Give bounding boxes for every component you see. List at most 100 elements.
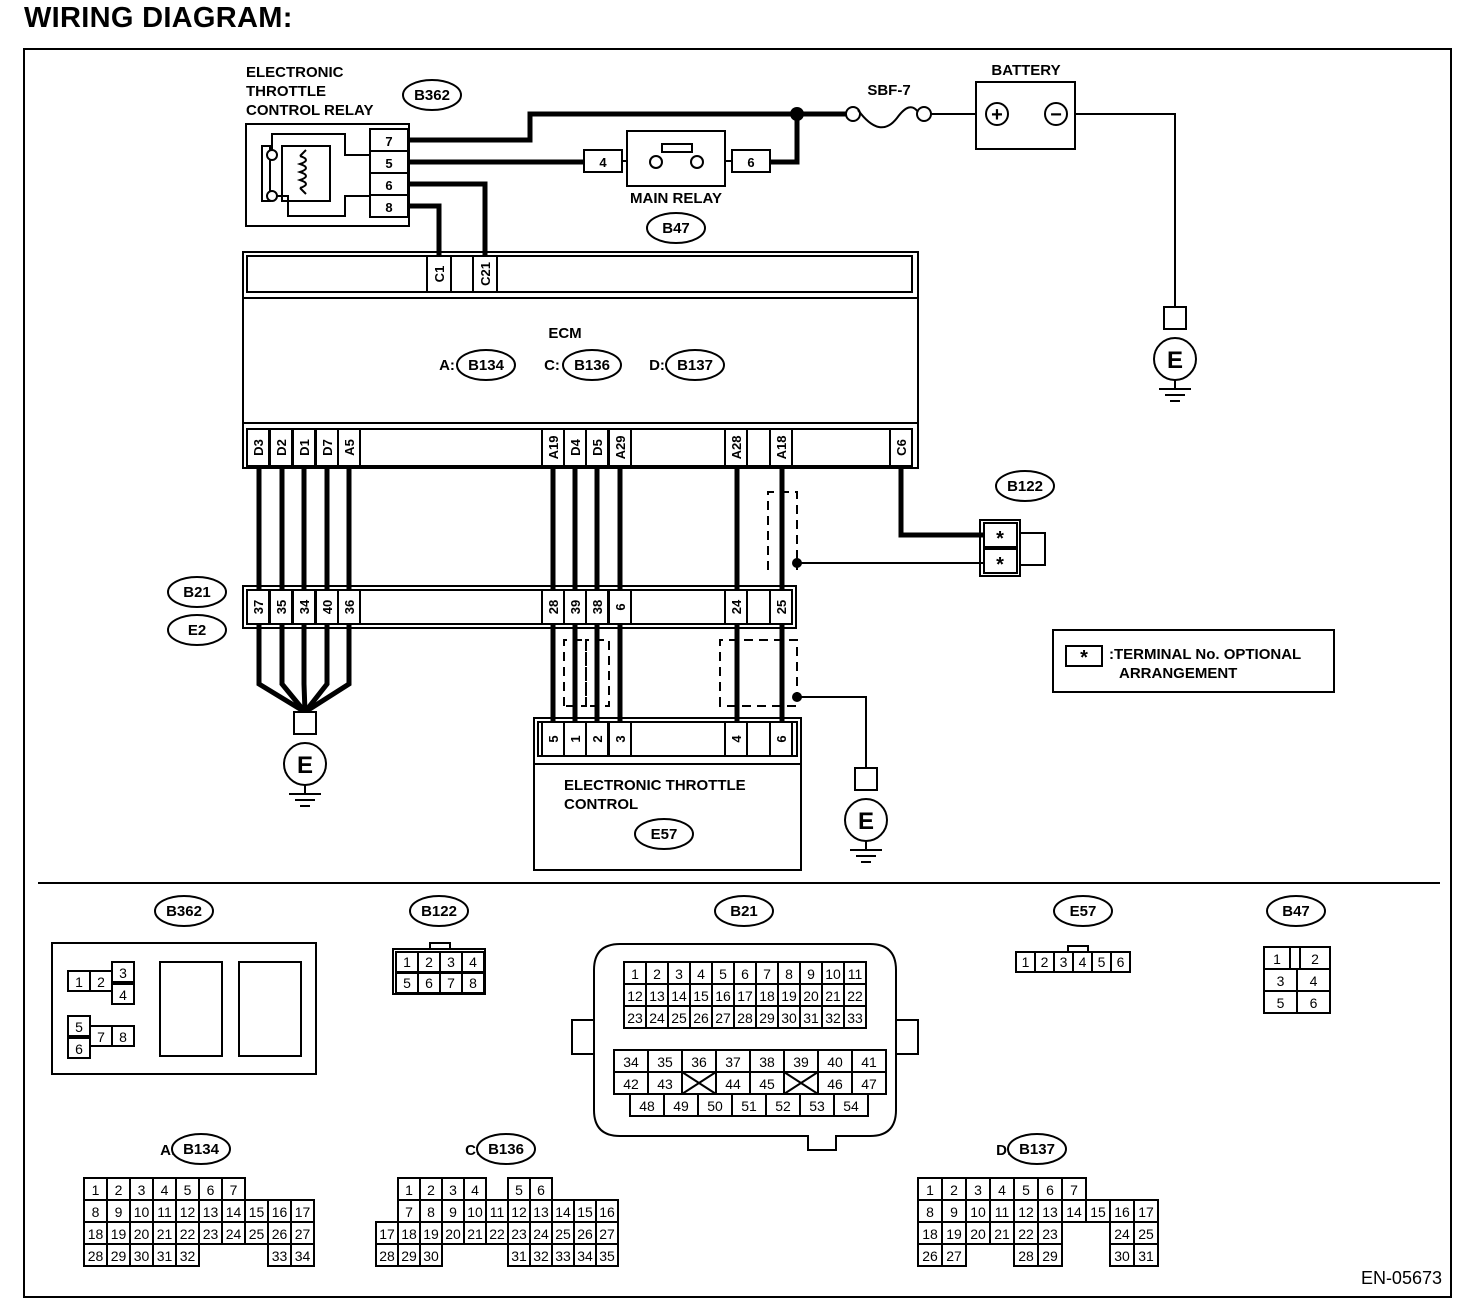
intermediate-pin-7: 38	[590, 600, 605, 614]
view-b21-bot-r1-pin-4: 45	[759, 1076, 775, 1092]
view-b362-pin-3: 4	[119, 987, 127, 1003]
view-d-b137-r3-cell-1	[941, 1243, 967, 1267]
view-b21-top-r1-pin-9: 21	[825, 988, 841, 1004]
diagram-heading: WIRING DIAGRAM:	[24, 2, 293, 34]
ecm-connector-prefix-2: D:	[649, 357, 665, 374]
fuse-element	[857, 106, 919, 129]
intermediate-connector-e2-oval	[167, 614, 227, 646]
etc-relay-lead-2	[277, 195, 370, 217]
battery-plus-ring	[985, 102, 1009, 126]
ecm-bottom-pin-9: A28	[729, 436, 744, 460]
view-a-b134-r1-pin-1: 9	[115, 1204, 123, 1220]
view-b21-bot-r2-pin-5: 53	[809, 1098, 825, 1114]
view-c-b136-r2-pin-2: 19	[423, 1226, 439, 1242]
view-a-b134-r2-pin-8: 26	[272, 1226, 288, 1242]
view-b21-bot-r1-pin-7: 47	[861, 1076, 877, 1092]
view-c-b136-r3-pin-0: 28	[379, 1248, 395, 1264]
view-d-b137-label-label: B137	[1019, 1141, 1055, 1158]
wire-bundle-to-ground-4	[303, 624, 352, 715]
view-d-b137-r2-pin-3: 21	[994, 1226, 1010, 1242]
etc-strip	[537, 721, 798, 757]
view-c-b136-r0-pin-6: 5	[515, 1182, 523, 1198]
etc-pin-2: 2	[590, 735, 605, 742]
ecm-connector-prefix-1: C:	[544, 357, 560, 374]
view-b362-pin-1: 2	[97, 974, 105, 990]
ecm-connector-prefix-0: A:	[439, 357, 455, 374]
view-b362-pin-6: 7	[97, 1029, 105, 1045]
wire-bundle-to-ground-0	[256, 624, 307, 715]
view-a-b134-r0-pin-2: 3	[138, 1182, 146, 1198]
view-a-b134-r1-pin-3: 11	[157, 1204, 172, 1220]
etc-pin-5: 6	[774, 735, 789, 742]
view-b21-bot-r0-pin-0: 34	[623, 1054, 639, 1070]
view-a-b134-r1-pin-7: 15	[249, 1204, 265, 1220]
view-d-b137-r2-pin-8: 24	[1114, 1226, 1130, 1242]
view-a-b134-label-label: B134	[183, 1141, 220, 1158]
view-b21-bot-r1-blank-5	[783, 1071, 819, 1095]
view-b21-top-r2-pin-7: 30	[781, 1010, 797, 1026]
view-b362-slot-2	[238, 961, 302, 1057]
view-b21-top-r0-pin-10: 11	[848, 966, 863, 982]
view-d-b137-r1-pin-4: 12	[1018, 1204, 1034, 1220]
ecm-ground-terminal	[293, 711, 317, 735]
view-b362-slot-1	[159, 961, 223, 1057]
legend-symbol: *	[1080, 647, 1088, 669]
shield-upper	[767, 491, 798, 570]
etc-relay-pin-1: 5	[385, 156, 392, 171]
view-b122-r2-pin-2: 7	[447, 975, 455, 991]
view-a-b134-r3-pin-8: 33	[272, 1248, 288, 1264]
view-a-b134-r3-pin-1: 29	[111, 1248, 127, 1264]
view-c-b136-r2-pin-10: 27	[599, 1226, 615, 1242]
intermediate-connector-b21-oval	[167, 576, 227, 608]
battery-minus: −	[1050, 104, 1062, 126]
view-c-b136-r3-pin-1: 29	[401, 1248, 417, 1264]
view-c-b136-r2-pin-7: 24	[533, 1226, 549, 1242]
view-b362-pin-0: 1	[75, 974, 83, 990]
view-b122-r1-pin-0: 1	[403, 954, 411, 970]
view-a-b134-r1-pin-2: 10	[134, 1204, 150, 1220]
etc-pin-0: 5	[546, 735, 561, 742]
view-d-b137-r2-pin-0: 18	[922, 1226, 938, 1242]
view-c-b136-r2-pin-8: 25	[555, 1226, 571, 1242]
main-relay-pin-left: 4	[599, 155, 607, 170]
b122-pin-0: *	[996, 528, 1004, 550]
view-e57-label-oval	[1053, 895, 1113, 927]
ecm-bottom-pin-7: D5	[590, 439, 605, 456]
main-relay-terminal-a	[649, 155, 663, 169]
view-d-b137-r3-cell-9	[1133, 1243, 1159, 1267]
b122-pin-cell-1	[983, 548, 1018, 574]
view-b21-bot-r0-pin-4: 38	[759, 1054, 775, 1070]
view-a-b134-r2-pin-4: 22	[180, 1226, 196, 1242]
main-relay-contact	[661, 143, 693, 153]
view-a-b134-r1-pin-4: 12	[180, 1204, 196, 1220]
view-b21-bot-r0-pin-1: 35	[657, 1054, 673, 1070]
view-d-b137-r3-pin-4: 28	[1018, 1248, 1034, 1264]
view-a-b134-r2-pin-2: 20	[134, 1226, 150, 1242]
view-c-b136-r2-pin-0: 17	[379, 1226, 395, 1242]
wire-relay6-to-ecm-c21	[408, 181, 488, 256]
view-d-b137-r3-pin-5: 29	[1042, 1248, 1058, 1264]
view-b21-top-r1-pin-2: 14	[671, 988, 687, 1004]
view-d-b137-r0-pin-4: 5	[1022, 1182, 1030, 1198]
wire-ecm-c6-to-b122	[898, 466, 984, 538]
view-c-b136-r1-pin-1: 7	[405, 1204, 413, 1220]
view-a-b134-r0-pin-1: 2	[115, 1182, 123, 1198]
view-b21-label-oval	[714, 895, 774, 927]
etc-relay-lead-1	[271, 133, 370, 156]
view-a-b134-r0-pin-0: 1	[92, 1182, 100, 1198]
view-b21-top-r0-pin-4: 5	[719, 966, 727, 982]
etc-ground-symbol: E	[858, 808, 874, 835]
b122-connector-oval	[995, 470, 1055, 502]
view-b21-top-r1-pin-8: 20	[803, 988, 819, 1004]
intermediate-pin-8: 6	[613, 603, 628, 610]
etc-title-1: CONTROL	[564, 796, 638, 813]
view-b21-bot-r0-pin-2: 36	[691, 1054, 707, 1070]
ecm-bottom-pin-1: D2	[274, 439, 289, 456]
view-d-b137-r2-pin-4: 22	[1018, 1226, 1034, 1242]
view-d-b137-r3-cell-5	[1037, 1243, 1063, 1267]
view-b21-bot-r0-pin-6: 40	[827, 1054, 843, 1070]
view-b21-top-r2-pin-0: 23	[627, 1010, 643, 1026]
etc-connector-oval	[634, 818, 694, 850]
view-b21-top-r2-pin-9: 32	[825, 1010, 841, 1026]
intermediate-pin-10: 25	[774, 600, 789, 614]
